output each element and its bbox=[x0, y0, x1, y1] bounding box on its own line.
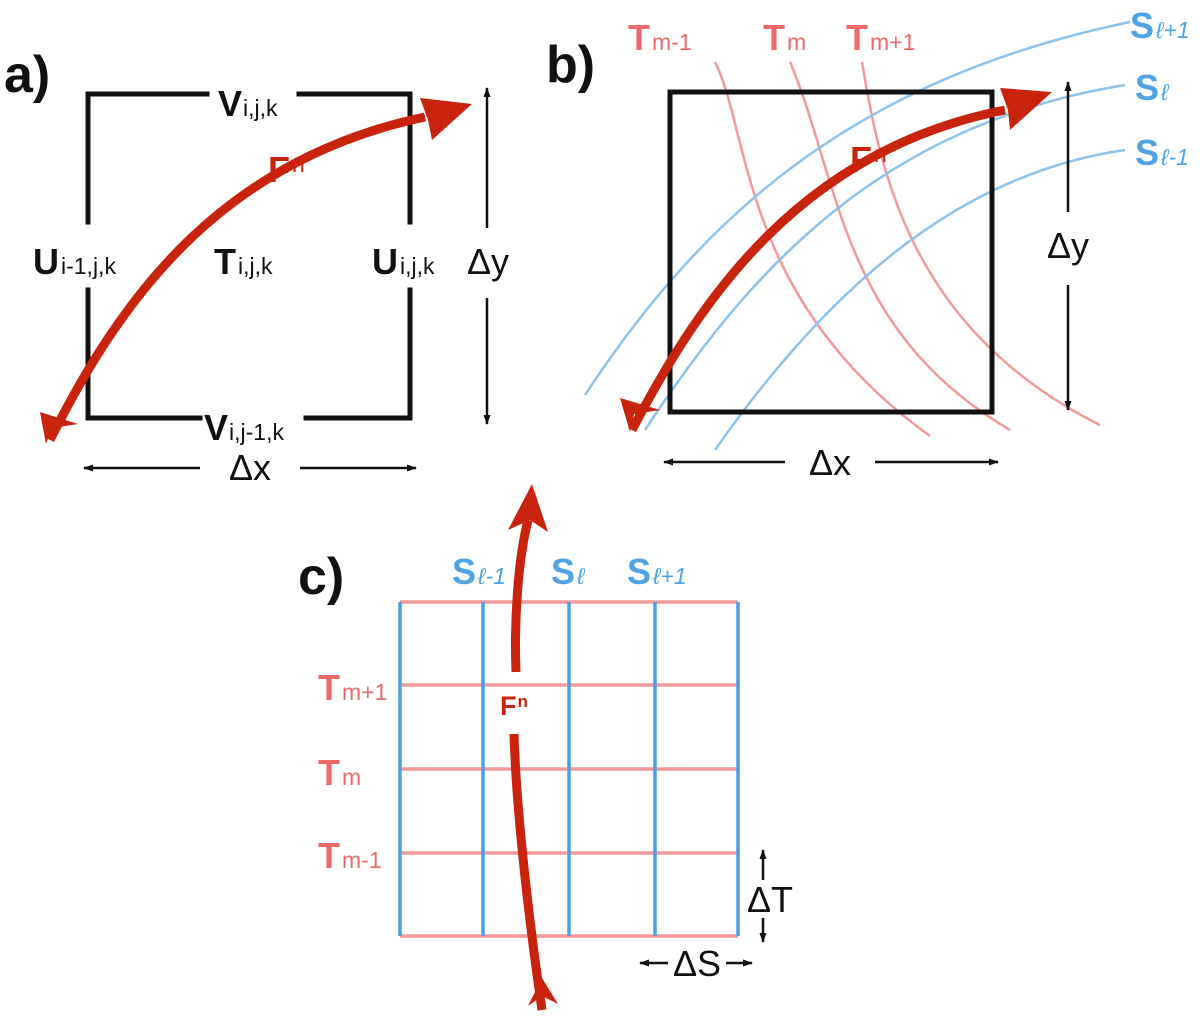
panel-a-v-top: Vi,j,k bbox=[218, 83, 278, 124]
panel-c-flux-arrowhead bbox=[508, 484, 548, 532]
panel-b-s-label-3: Sℓ-1 bbox=[1135, 132, 1189, 173]
panel-a-u-right: Ui,j,k bbox=[372, 241, 435, 282]
panel-c-t-label-1: Tm+1 bbox=[318, 667, 387, 708]
panel-a-flux-arrowhead bbox=[420, 98, 472, 140]
panel-b-flux-arrowhead bbox=[1000, 88, 1052, 130]
panel-a-dx-label: Δx bbox=[229, 447, 271, 488]
panel-c-flux-arrow-upper bbox=[511, 518, 533, 673]
panel-b-s-label-2: Sℓ bbox=[1135, 67, 1170, 108]
panel-a: a) Δx Δy Vi,j,k Vi,j-1,k Ui-1,j,k Ui,j,k… bbox=[4, 46, 509, 488]
panel-a-v-bottom: Vi,j-1,k bbox=[204, 407, 284, 448]
panel-b-flux-tail bbox=[620, 398, 660, 432]
panel-c-t-label-3: Tm-1 bbox=[318, 835, 382, 876]
panel-a-box-bottom-left bbox=[85, 287, 203, 421]
panel-c-s-label-3: Sℓ+1 bbox=[627, 551, 687, 592]
panel-b-s-label-1: Sℓ+1 bbox=[1130, 5, 1190, 46]
panel-b-dx-label: Δx bbox=[809, 442, 851, 483]
panel-c-salinity-grid bbox=[398, 602, 740, 936]
panel-a-t-center: Ti,j,k bbox=[214, 241, 273, 282]
panel-a-flux-arrow bbox=[45, 112, 426, 443]
panel-a-box-top-left bbox=[85, 91, 210, 225]
panel-b-dy-label: Δy bbox=[1047, 225, 1089, 266]
panel-c: c) Sℓ-1 Sℓ Sℓ+1 Tm+1 Tm Tm-1 ΔT bbox=[298, 484, 793, 1011]
panel-b-flux-label: Fn bbox=[850, 139, 887, 180]
panel-c-s-label-1: Sℓ-1 bbox=[452, 551, 506, 592]
panel-c-dt-label: ΔT bbox=[747, 879, 793, 920]
panel-b: b) Δx Δy Tm-1 Tm Tm+1 Sℓ+1 Sℓ Sℓ-1 bbox=[546, 5, 1190, 483]
panel-b-t-contour-1 bbox=[713, 61, 931, 438]
panel-b-temperature-contours bbox=[713, 61, 1101, 438]
panel-b-label: b) bbox=[546, 36, 595, 94]
panel-b-flux-arrow bbox=[628, 105, 1006, 433]
panel-a-flux-label: Fn bbox=[268, 149, 305, 190]
panel-a-box-top-right bbox=[296, 91, 413, 225]
panel-b-t-contour-2 bbox=[788, 61, 1011, 432]
panel-a-flux-tail bbox=[40, 412, 78, 444]
panel-c-flux-tail bbox=[528, 978, 558, 1006]
panel-b-s-contour-3 bbox=[713, 148, 1126, 451]
panel-b-t-label-3: Tm+1 bbox=[846, 17, 915, 58]
panel-c-label: c) bbox=[298, 548, 344, 606]
panel-c-ds-label: ΔS bbox=[673, 943, 721, 984]
panel-c-flux-arrow-lower bbox=[509, 733, 547, 1011]
panel-a-box-bottom-right bbox=[303, 287, 413, 421]
panel-b-s-contour-1 bbox=[583, 20, 1131, 396]
panel-b-cell-box bbox=[667, 89, 995, 415]
panel-c-s-label-2: Sℓ bbox=[551, 551, 586, 592]
panel-a-u-left: Ui-1,j,k bbox=[33, 241, 116, 282]
panel-a-dy-label: Δy bbox=[467, 241, 509, 282]
panel-a-cell-box bbox=[85, 91, 413, 421]
panel-c-t-label-2: Tm bbox=[318, 752, 361, 793]
panel-b-t-label-2: Tm bbox=[763, 17, 806, 58]
panel-c-flux-label: Fn bbox=[500, 691, 528, 721]
panel-b-t-contour-3 bbox=[860, 61, 1101, 427]
panel-a-label: a) bbox=[4, 46, 50, 104]
panel-b-t-label-1: Tm-1 bbox=[628, 17, 692, 58]
